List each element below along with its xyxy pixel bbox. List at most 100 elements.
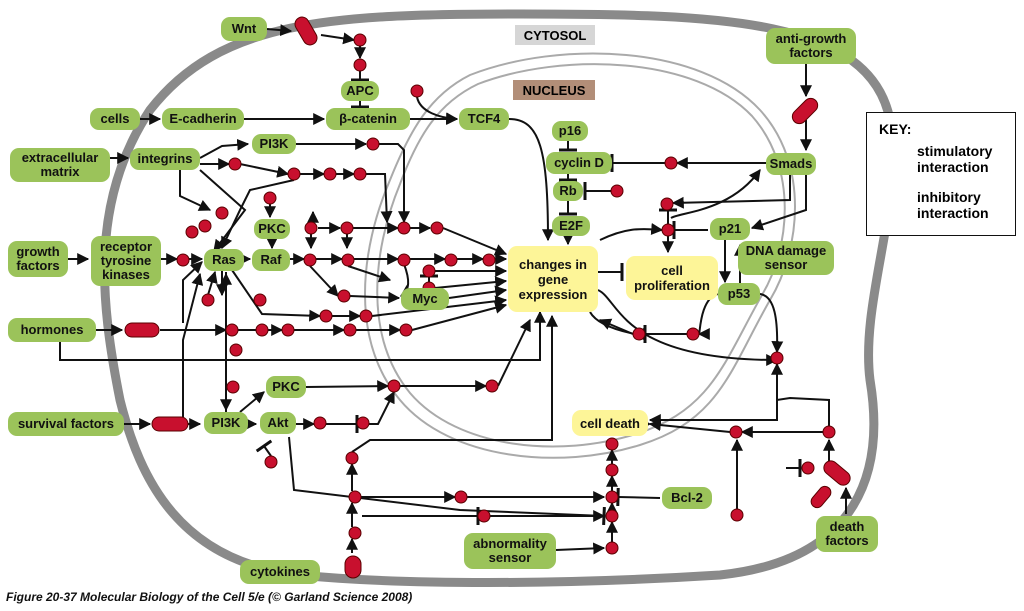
signal-dot	[366, 137, 380, 151]
signal-dot	[176, 253, 190, 267]
inhibitory-edge	[288, 436, 606, 526]
inhibitory-edge	[616, 487, 661, 507]
node-p53: p53	[718, 283, 760, 305]
signal-dot	[801, 461, 815, 475]
node-abnormality-sensor: abnormality sensor	[464, 533, 556, 569]
signal-dot	[341, 253, 355, 267]
receptor	[810, 485, 832, 509]
signal-dot	[661, 223, 675, 237]
cell-membrane	[100, 9, 898, 587]
stimulatory-edge	[369, 390, 395, 425]
nucleus-label: NUCLEUS	[522, 82, 586, 98]
node-beta-catenin: β-catenin	[326, 108, 410, 130]
stimulatory-edge	[347, 265, 392, 283]
signal-dot	[255, 323, 269, 337]
signal-dot	[605, 463, 619, 477]
stimulatory-edge	[349, 291, 401, 304]
node-pkc-top: PKC	[254, 219, 290, 239]
signal-dot	[345, 451, 359, 465]
figure-caption: Figure 20-37 Molecular Biology of the Ce…	[6, 590, 413, 604]
signal-dot	[454, 490, 468, 504]
node-tcf4: TCF4	[459, 108, 509, 130]
receptor	[791, 97, 819, 125]
stimulatory-edge	[182, 261, 203, 323]
stimulatory-edge	[179, 170, 212, 211]
signal-dot	[287, 167, 301, 181]
stimulatory-edge	[508, 118, 554, 242]
node-rb: Rb	[553, 181, 583, 201]
signal-dot	[340, 221, 354, 235]
signal-dot	[348, 490, 362, 504]
signal-dot	[822, 425, 836, 439]
signal-dot	[444, 253, 458, 267]
stimulatory-edge	[599, 223, 664, 241]
stimulatory-edge	[416, 96, 459, 125]
node-survival-factors: survival factors	[8, 412, 124, 436]
signal-dot	[225, 323, 239, 337]
box-cell-death: cell death	[572, 410, 648, 436]
signal-dot	[729, 425, 743, 439]
signal-dot	[605, 541, 619, 555]
signal-dot	[605, 509, 619, 523]
signal-dot	[430, 221, 444, 235]
node-dna-damage-sensor: DNA damage sensor	[738, 241, 834, 275]
stimulatory-edge	[648, 352, 778, 426]
stimulatory-edge	[239, 163, 290, 178]
legend-inhibitory: inhibitory interaction	[917, 189, 989, 221]
node-receptor-tyrosine-kinases: receptor tyrosine kinases	[91, 236, 161, 286]
signal-dot	[482, 253, 496, 267]
signal-dot	[353, 167, 367, 181]
signal-intermediates	[176, 33, 836, 555]
signal-dot	[343, 323, 357, 337]
stimulatory-edge	[182, 272, 204, 417]
signal-dot	[359, 309, 373, 323]
legend-key: KEY: stimulatory interaction inhibitory …	[866, 112, 1016, 236]
cytosol-label: CYTOSOL	[523, 27, 587, 43]
signal-dot	[337, 289, 351, 303]
signal-dot	[319, 309, 333, 323]
signal-dot	[356, 416, 370, 430]
stimulatory-edge	[351, 314, 558, 453]
stimulatory-edge	[221, 179, 295, 250]
signal-dot	[304, 221, 318, 235]
stimulatory-edge	[239, 391, 265, 413]
signal-dot	[686, 327, 700, 341]
stimulatory-edge	[648, 419, 731, 433]
node-pi3k-top: PI3K	[252, 134, 296, 154]
signal-dot	[399, 323, 413, 337]
node-cyclin-d: cyclin D	[546, 152, 612, 174]
signal-dot	[198, 219, 212, 233]
signal-dot	[605, 490, 619, 504]
stimulatory-edge	[411, 301, 508, 331]
signal-dot	[263, 191, 277, 205]
signal-dot	[185, 225, 199, 239]
nucleus-envelope-outer	[364, 52, 796, 459]
node-hormones: hormones	[8, 318, 96, 342]
membrane-receptors	[124, 16, 851, 579]
signal-dot	[201, 293, 215, 307]
node-growth-factors: growth factors	[8, 241, 68, 277]
signal-dot	[229, 343, 243, 357]
node-p21: p21	[710, 218, 750, 240]
stimulatory-edge	[231, 269, 322, 322]
node-apc: APC	[341, 81, 379, 101]
stimulatory-edge	[206, 270, 218, 296]
signal-dot	[353, 58, 367, 72]
legend-title: KEY:	[879, 121, 912, 137]
receptor	[294, 16, 318, 46]
signal-dot	[485, 379, 499, 393]
node-cytokines: cytokines	[240, 560, 320, 584]
node-e-cadherin: E-cadherin	[162, 108, 244, 130]
signal-dot	[253, 293, 267, 307]
stimulatory-edge	[759, 293, 784, 354]
node-extracellular-matrix: extracellular matrix	[10, 148, 110, 182]
inhibitory-edge	[255, 439, 273, 457]
node-death-factors: death factors	[816, 516, 878, 552]
node-pi3k-bottom: PI3K	[204, 412, 248, 434]
stimulatory-edge	[199, 138, 250, 159]
node-myc: Myc	[401, 288, 449, 310]
signal-dot	[226, 380, 240, 394]
signal-dot	[730, 508, 744, 522]
signal-dot	[664, 156, 678, 170]
